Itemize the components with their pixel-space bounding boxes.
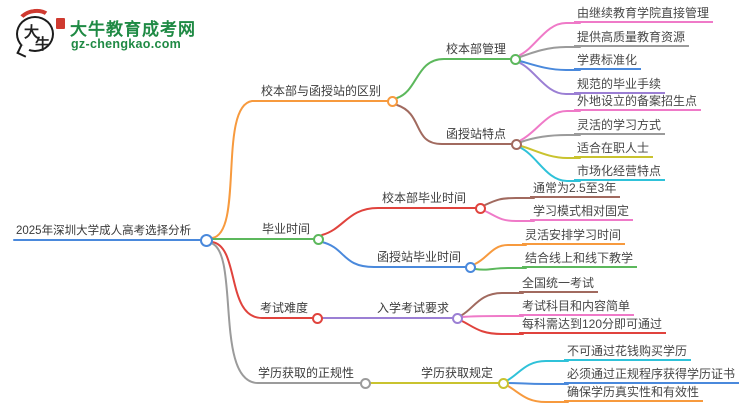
connector-line [519, 22, 581, 56]
connector-line [507, 385, 569, 403]
connector-line [519, 60, 581, 71]
leaf-topic: 外地设立的备案招生点 [574, 94, 702, 111]
connector-line [211, 241, 313, 319]
node-toggle-graduation-time[interactable] [313, 234, 324, 245]
leaf-topic: 每科需达到120分即可通过 [519, 317, 667, 334]
topic-root: 2025年深圳大学成人高考选择分析 [16, 225, 192, 237]
topic-campus-graduation-time: 校本部毕业时间 [382, 191, 467, 205]
connector-line [461, 292, 524, 316]
leaf-topic: 灵活的学习方式 [574, 118, 666, 135]
leaf-topic: 结合线上和线下教学 [522, 251, 638, 268]
leaf-topic: 适合在职人士 [574, 141, 654, 158]
leaf-topic: 灵活安排学习时间 [522, 228, 626, 245]
topic-exam-difficulty: 考试难度 [260, 301, 309, 315]
connector-line [520, 147, 581, 182]
connector-line [519, 46, 581, 58]
logo-char: 牛 [35, 35, 51, 53]
topic-station-graduation-time: 函授站毕业时间 [377, 250, 462, 264]
connector-line [484, 197, 535, 206]
connector-line [520, 110, 581, 141]
connector-line [210, 242, 361, 384]
connector-line [519, 62, 581, 95]
leaf-topic: 规范的毕业手续 [574, 77, 666, 94]
connector-line [474, 267, 527, 271]
leaf-topic: 提供高质量教育资源 [574, 30, 690, 47]
connector-line [507, 360, 569, 381]
node-toggle-degree-legitimacy[interactable] [360, 378, 371, 389]
leaf-topic: 确保学历真实性和有效性 [564, 385, 704, 402]
connector-line [321, 207, 476, 236]
topic-entrance-exam-requirements: 入学考试要求 [377, 301, 450, 315]
topic-degree-legitimacy: 学历获取的正规性 [258, 366, 355, 380]
site-url: gz-chengkao.com [71, 37, 182, 51]
leaf-topic: 由继续教育学院直接管理 [574, 6, 714, 23]
leaf-topic: 不可通过花钱购买学历 [564, 344, 692, 361]
node-toggle-exam-difficulty[interactable] [312, 313, 323, 324]
leaf-topic: 考试科目和内容简单 [519, 299, 635, 316]
topic-degree-rules: 学历获取规定 [421, 366, 494, 380]
site-logo[interactable]: 大 牛 大牛教育成考网 gz-chengkao.com [14, 6, 244, 58]
logo-char: 大 [24, 23, 40, 41]
connector-line [211, 100, 388, 239]
connector-line [396, 58, 511, 99]
node-toggle-root[interactable] [200, 234, 213, 247]
node-toggle-station-features[interactable] [511, 139, 522, 150]
connector-line [474, 244, 527, 265]
connector-line [520, 145, 581, 159]
leaf-topic: 必须通过正规程序获得学历证书 [564, 367, 740, 384]
topic-campus-management: 校本部管理 [446, 42, 507, 56]
leaf-topic: 学习模式相对固定 [530, 204, 634, 221]
topic-campus-vs-station: 校本部与函授站的区别 [261, 84, 382, 98]
leaf-topic: 全国统一考试 [519, 276, 599, 293]
connector-line [520, 134, 581, 143]
node-toggle-campus-vs-station[interactable] [387, 96, 398, 107]
node-toggle-entrance-exam-requirements[interactable] [452, 313, 463, 324]
connector-line [396, 104, 512, 145]
node-toggle-degree-rules[interactable] [498, 378, 509, 389]
connector-line [461, 315, 524, 318]
site-name: 大牛教育成考网 [70, 20, 196, 39]
topic-graduation-time: 毕业时间 [262, 222, 311, 236]
connector-line [507, 382, 569, 385]
logo-circle: 大 牛 [16, 16, 54, 53]
connector-line [461, 320, 524, 335]
node-toggle-campus-graduation-time[interactable] [475, 203, 486, 214]
leaf-topic: 通常为2.5至3年 [530, 181, 621, 198]
logo-mark-icon: 大 牛 [14, 6, 66, 58]
topic-station-features: 函授站特点 [446, 127, 507, 141]
connector-line [321, 241, 466, 268]
leaf-topic: 学费标准化 [574, 53, 642, 70]
logo-seal-icon [56, 18, 65, 29]
node-toggle-campus-management[interactable] [510, 54, 521, 65]
connector-line [484, 210, 535, 222]
node-toggle-station-graduation-time[interactable] [465, 262, 476, 273]
leaf-topic: 市场化经营特点 [574, 164, 666, 181]
